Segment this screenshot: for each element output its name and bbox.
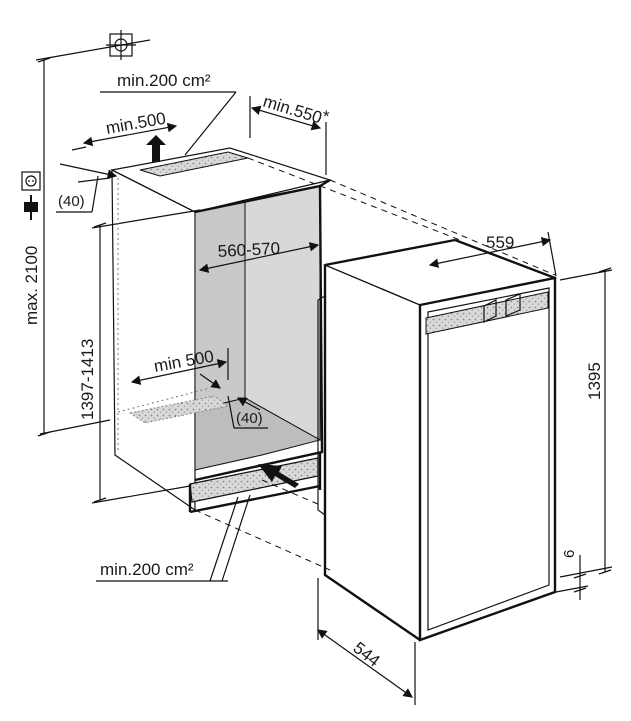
power-plug-icon <box>24 195 38 220</box>
appliance-depth-label: 544 <box>350 638 384 670</box>
niche-cabinet <box>110 147 333 514</box>
appliance-width-label: 559 <box>486 233 514 252</box>
gap-top-label: (40) <box>58 193 85 210</box>
appliance-height-dimension <box>559 267 613 578</box>
niche-height-label: 1397-1413 <box>78 339 97 420</box>
inner-width-label: 560-570 <box>217 239 280 261</box>
airflow-up-arrow <box>146 135 166 162</box>
vent-bottom-area-label: min.200 cm² <box>100 560 194 579</box>
gap-bottom-label: (40) <box>236 410 263 427</box>
appliance-height-label: 1395 <box>585 362 604 400</box>
depth-asterisk: * <box>323 107 330 126</box>
airflow-in-arrow <box>258 464 299 488</box>
niche-height-dimension <box>91 209 201 504</box>
max-height-label: max. 2100 <box>22 246 41 325</box>
depth-top-label: min.550 <box>261 92 324 128</box>
vent-top-area-label: min.200 cm² <box>117 71 211 90</box>
max-height-dimension <box>37 57 111 437</box>
appliance-body <box>317 238 558 642</box>
appliance-depth-dimension <box>317 578 416 705</box>
bottom-gap-label: 6 <box>561 550 578 558</box>
electrical-socket-icon <box>21 171 41 191</box>
